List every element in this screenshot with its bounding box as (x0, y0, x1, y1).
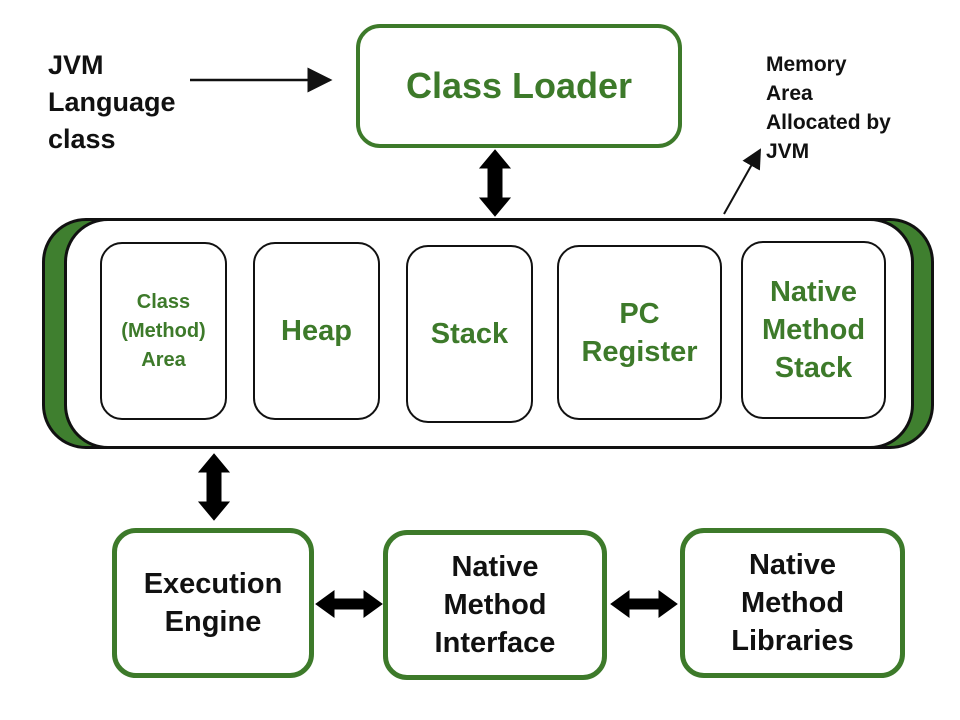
memory-label-line-1: Memory (766, 53, 847, 76)
native-libraries-line-2: Method (740, 587, 845, 619)
memory-label-line-2: Area (766, 82, 813, 105)
jvm-language-class-label: JVM Language class (48, 47, 228, 158)
execution-engine-box: Execution Engine (112, 528, 314, 678)
memory-area-allocated-label: Memory Area Allocated by JVM (766, 50, 946, 166)
pc-register-line-1: PC (619, 297, 660, 330)
native-method-libraries-box: Native Method Libraries (680, 528, 905, 678)
execution-engine-native-interface-double-arrow (315, 590, 383, 618)
jvm-language-line-1: JVM (48, 50, 104, 80)
pc-register-line-2: Register (581, 335, 698, 368)
class-method-area-box: Class (Method) Area (100, 242, 227, 420)
class-loader-memory-double-arrow (478, 149, 512, 217)
native-method-stack-line-3: Stack (774, 352, 853, 384)
memory-execution-engine-double-arrow (197, 453, 231, 521)
native-method-interface-box: Native Method Interface (383, 530, 607, 680)
native-libraries-line-3: Libraries (731, 625, 854, 657)
heap-box: Heap (253, 242, 380, 420)
stack-box: Stack (406, 245, 533, 423)
native-method-stack-line-1: Native (769, 276, 858, 308)
native-interface-native-libraries-double-arrow (610, 590, 678, 618)
native-interface-line-3: Interface (434, 627, 556, 659)
memory-label-line-3: Allocated by (766, 111, 891, 134)
execution-engine-line-1: Execution (143, 568, 283, 600)
heap-label: Heap (281, 314, 352, 347)
stack-label: Stack (430, 317, 509, 350)
native-method-stack-line-2: Method (761, 314, 866, 346)
class-method-area-line-2: (Method) (121, 319, 206, 342)
native-method-stack-box: Native Method Stack (741, 241, 886, 419)
class-method-area-line-3: Area (141, 348, 186, 371)
memory-label-line-4: JVM (766, 140, 810, 163)
native-interface-line-1: Native (451, 551, 539, 583)
execution-engine-line-2: Engine (164, 606, 262, 638)
class-method-area-line-1: Class (136, 290, 191, 313)
native-libraries-line-1: Native (748, 549, 837, 581)
pc-register-box: PC Register (557, 245, 722, 420)
native-interface-line-2: Method (443, 589, 547, 621)
class-loader-label: Class Loader (405, 65, 633, 106)
jvm-language-line-2: Language (48, 87, 176, 117)
memory-label-pointer-arrow (723, 148, 761, 215)
jvm-language-line-3: class (48, 124, 116, 154)
class-loader-box: Class Loader (356, 24, 682, 148)
